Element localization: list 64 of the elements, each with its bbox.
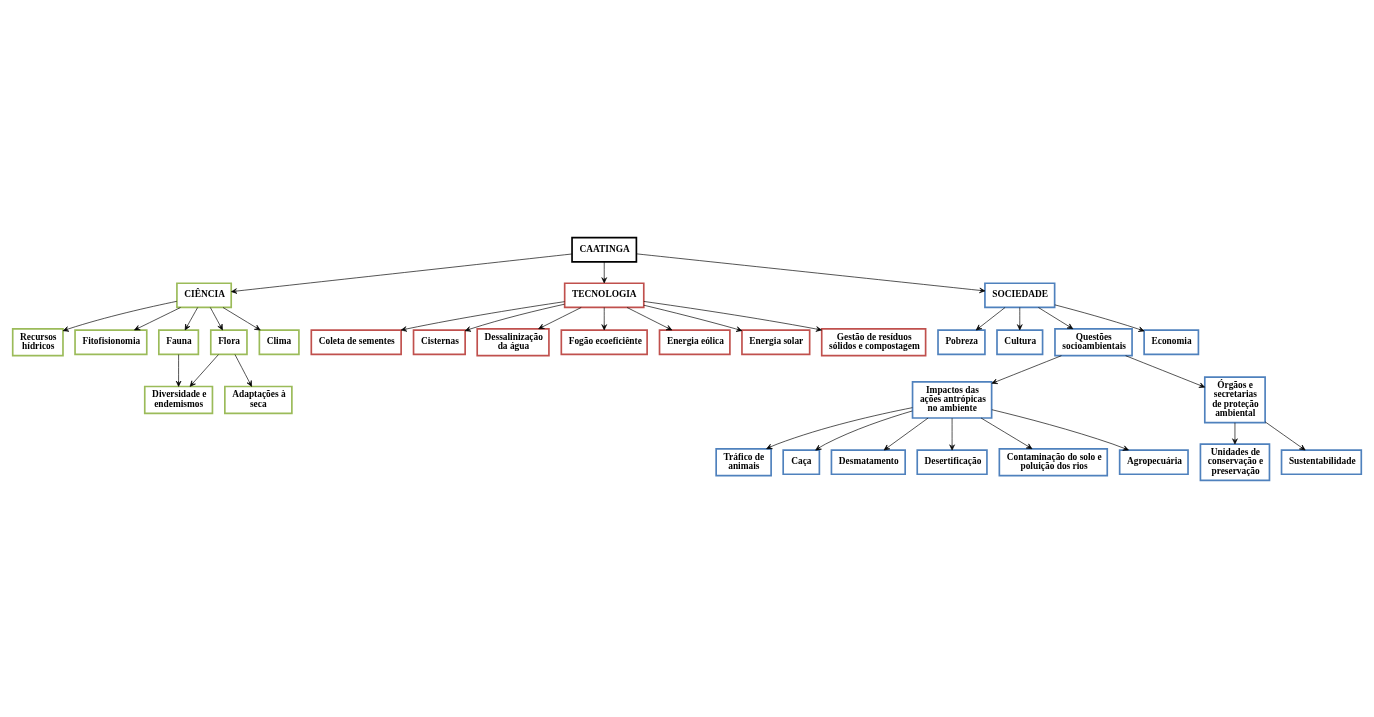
arrow [175,353,182,387]
node-box: Órgãos e secretarias de proteção ambiental [1203,375,1266,423]
arrow [949,417,955,450]
node-box: SOCIEDADE [984,281,1056,308]
node-box: CIÊNCIA [176,281,233,308]
arrow [1017,306,1023,330]
arrow [222,306,261,330]
node-box: Dessalinização da água [476,327,550,356]
node-box: Cultura [996,328,1044,355]
node-box: Diversidade e endemismos [143,385,214,414]
arrow [980,417,1033,449]
node-box: Unidades de conservação e preservação [1199,442,1271,481]
node-box: Sustentabilidade [1280,448,1363,475]
arrow [626,306,673,330]
node-box: Fogão ecoeficiênte [560,328,648,355]
arrow [643,304,743,332]
node-box: Clima [258,328,300,355]
arrow [975,306,1006,330]
arrow [991,354,1062,384]
node-box: Desertificação [916,448,988,475]
node-box: Caça [782,448,821,475]
node-box: Contaminação do solo e poluição dos rios [998,447,1109,476]
node-box: Adaptações à seca [224,385,293,414]
arrow [134,306,181,330]
arrow [189,353,219,387]
arrow [1038,306,1074,329]
arrow [400,300,565,332]
arrow [883,417,929,450]
arrow [538,306,582,329]
node-box: TECNOLOGIA [563,281,645,308]
node-box: Gestão de resíduos sólidos e compostagem [820,327,927,356]
node-box: Energia eólica [658,328,731,355]
arrow [815,410,913,450]
arrow [62,300,178,332]
node-box: Energia solar [741,328,811,355]
arrow [1264,421,1306,450]
arrow [601,261,607,283]
arrow [231,253,573,294]
arrow [991,408,1129,451]
node-box: Fauna [158,328,200,355]
arrow [464,303,565,332]
arrow [184,306,198,330]
arrow [1054,304,1145,332]
node-box: Fitofisionomia [74,328,148,355]
arrow [210,306,223,330]
node-box: Agropecuária [1118,448,1189,475]
arrow [643,300,822,332]
node-box: Economia [1143,328,1200,355]
node-box: Questões socioambientais [1054,327,1133,356]
node-box: Pobreza [937,328,986,355]
arrow [601,306,607,330]
node-box: Impactos das ações antrópicas no ambiente [911,380,993,419]
arrow [766,406,913,449]
node-box: Recursos hídricos [11,327,64,356]
node-box: Coleta de sementes [310,328,402,355]
node-box: Tráfico de animais [715,447,772,476]
arrow [636,253,986,293]
arrow [1232,421,1238,444]
node-box: Cisternas [412,328,466,355]
node-box: CAATINGA [571,236,638,263]
arrow [234,353,252,387]
arrow [1125,354,1205,388]
node-box: Desmatamento [830,448,906,475]
node-box: Flora [209,328,248,355]
